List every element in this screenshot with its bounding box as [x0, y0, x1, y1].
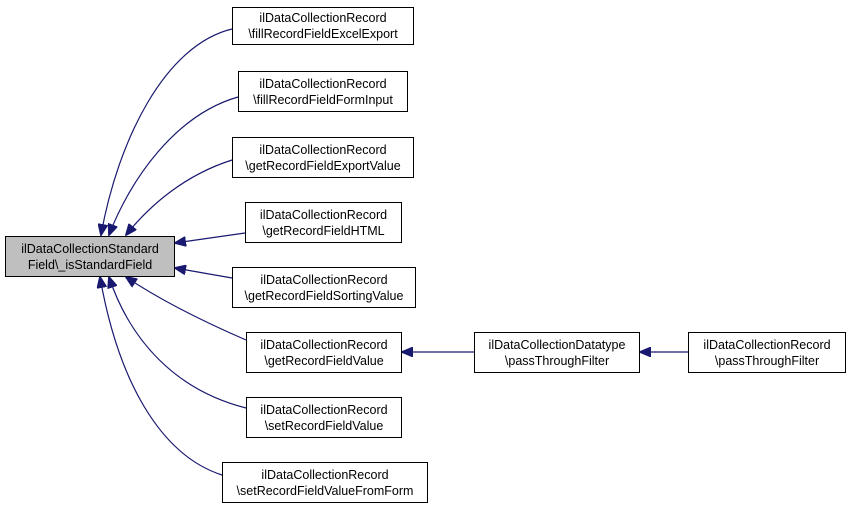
node-line2: \setRecordFieldValue	[264, 418, 384, 433]
node-line1: ilDataCollectionRecord	[260, 402, 388, 417]
node-line1: ilDataCollectionRecord	[261, 467, 389, 482]
node-getrecordfieldexportvalue[interactable]: ilDataCollectionRecord \getRecordFieldEx…	[232, 137, 414, 178]
node-line1: ilDataCollectionDatatype	[488, 337, 626, 352]
node-line2: \fillRecordFieldExcelExport	[248, 27, 398, 41]
edge-n7-root	[109, 277, 247, 409]
node-line2: \fillRecordFieldFormInput	[253, 92, 393, 107]
node-isstandardfield[interactable]: ilDataCollectionStandard Field\_isStanda…	[5, 236, 175, 277]
edge-n5-root	[175, 268, 233, 279]
node-record-passthroughfilter[interactable]: ilDataCollectionRecord \passThroughFilte…	[688, 332, 846, 373]
node-line1: ilDataCollectionRecord	[259, 76, 387, 91]
node-getrecordfieldhtml[interactable]: ilDataCollectionRecord \getRecordFieldHT…	[245, 202, 402, 243]
node-line2: \passThroughFilter	[504, 353, 610, 368]
node-line2: \getRecordFieldValue	[264, 353, 384, 368]
node-line1: ilDataCollectionRecord	[260, 272, 388, 287]
node-getrecordfieldvalue[interactable]: ilDataCollectionRecord \getRecordFieldVa…	[246, 332, 402, 373]
node-line2: \setRecordFieldValueFromForm	[236, 483, 414, 498]
node-line2: \passThroughFilter	[714, 353, 820, 368]
node-line2: \getRecordFieldSortingValue	[244, 288, 404, 303]
edge-n6-root	[126, 277, 247, 341]
edge-n2-root	[109, 96, 239, 235]
node-line2: \getRecordFieldExportValue	[245, 158, 401, 173]
node-line1: ilDataCollectionRecord	[259, 142, 387, 157]
node-line1: ilDataCollectionRecord	[260, 337, 388, 352]
edge-n8-root	[100, 277, 223, 476]
node-datatype-passthroughfilter[interactable]: ilDataCollectionDatatype \passThroughFil…	[474, 332, 640, 373]
edge-group	[100, 28, 688, 476]
node-line1: ilDataCollectionStandard	[21, 241, 159, 256]
node-line2: Field\_isStandardField	[27, 257, 153, 272]
node-fillrecordfieldforminput[interactable]: ilDataCollectionRecord \fillRecordFieldF…	[238, 71, 408, 112]
node-setrecordfieldvalue[interactable]: ilDataCollectionRecord \setRecordFieldVa…	[246, 397, 402, 438]
node-line2: \getRecordFieldHTML	[262, 223, 385, 238]
node-line1: ilDataCollectionRecord	[259, 11, 387, 25]
node-line1: ilDataCollectionRecord	[703, 337, 831, 352]
node-getrecordfieldsortingvalue[interactable]: ilDataCollectionRecord \getRecordFieldSo…	[232, 267, 416, 308]
node-fillrecordfieldexcelexport[interactable]: ilDataCollectionRecord \fillRecordFieldE…	[232, 7, 414, 45]
edge-n1-root	[101, 28, 233, 235]
edge-n4-root	[175, 232, 246, 243]
node-line1: ilDataCollectionRecord	[259, 207, 388, 222]
edge-n3-root	[126, 159, 233, 235]
node-setrecordfieldvaluefromform[interactable]: ilDataCollectionRecord \setRecordFieldVa…	[222, 462, 428, 503]
